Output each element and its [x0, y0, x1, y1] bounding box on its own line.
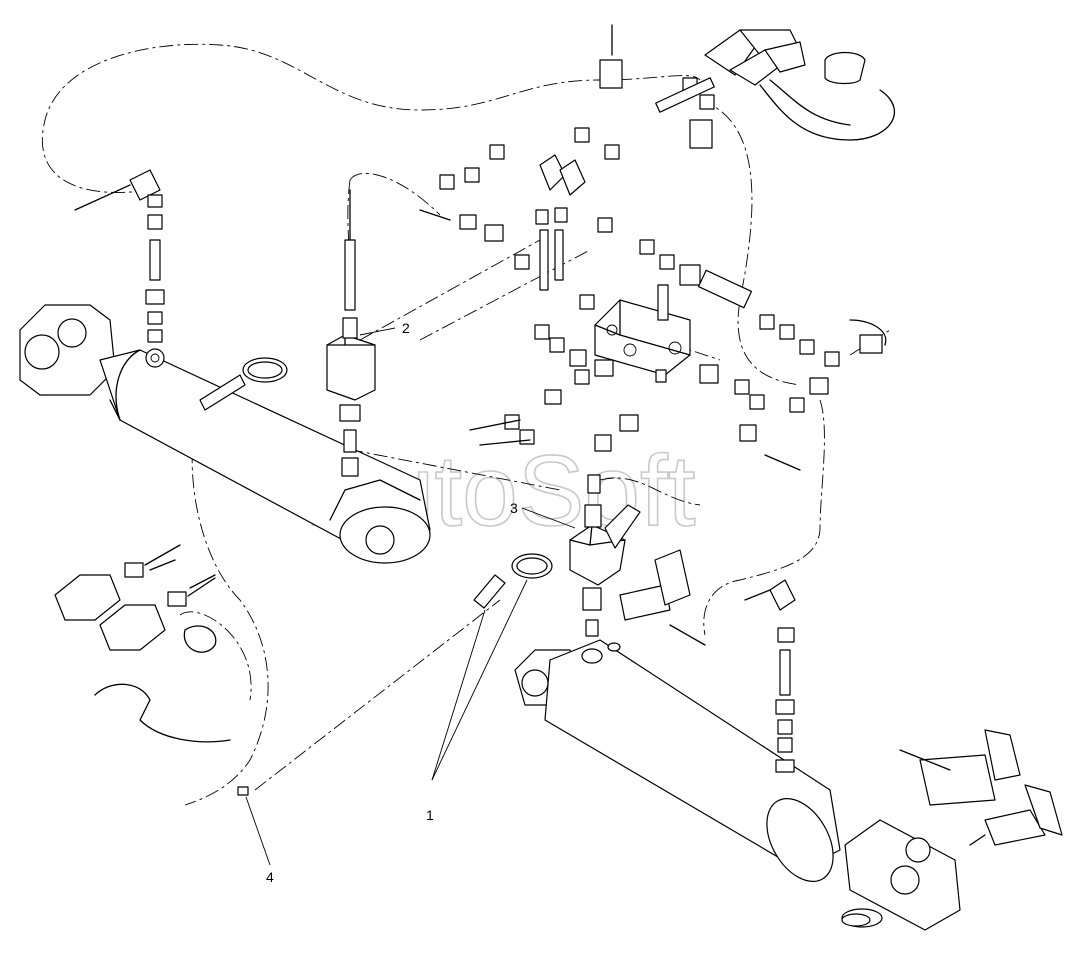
- callout-label-3: 3: [510, 500, 518, 516]
- quick-couplers-bottom: [54, 544, 231, 743]
- callout-label-2: 2: [402, 320, 410, 336]
- right-cylinder: [514, 639, 961, 931]
- leader-lines: [245, 327, 576, 866]
- hose-routing-paths: [41, 43, 891, 806]
- solenoid-valve-2: [326, 189, 376, 477]
- callout-label-1: 1: [426, 807, 434, 823]
- solenoid-valve-3: [569, 474, 641, 664]
- fittings: [74, 24, 1063, 846]
- callout-label-4: 4: [266, 869, 274, 885]
- left-cylinder: [19, 304, 431, 564]
- quick-couplers-top: [682, 29, 895, 141]
- valve-manifold-block: [594, 284, 691, 383]
